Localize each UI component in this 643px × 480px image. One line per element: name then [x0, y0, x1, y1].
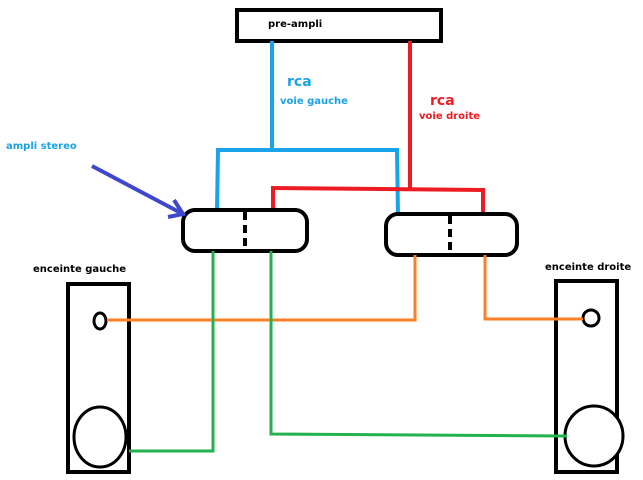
- orange-wire-right: [483, 255, 583, 321]
- left-channel-label: voie gauche: [280, 96, 348, 107]
- left-speaker-label: enceinte gauche: [33, 264, 127, 275]
- arrow-head: [167, 198, 187, 219]
- left-rca-cable: [215, 41, 274, 211]
- right-rca-label: rca: [430, 93, 455, 109]
- arrow-line: [91, 164, 182, 215]
- preamp-label: pre-ampli: [268, 19, 323, 30]
- right-channel-label: voie droite: [419, 111, 481, 122]
- green-wire-right: [269, 251, 568, 438]
- green-wire-left: [129, 251, 215, 453]
- right-speaker-label: enceinte droite: [545, 262, 632, 273]
- right-rca-cable-left-branch: [271, 185, 485, 215]
- left-rca-label: rca: [287, 74, 312, 90]
- preamp-box: [235, 8, 443, 43]
- left-speaker-tweeter: [92, 311, 108, 331]
- orange-wire-left: [107, 255, 417, 322]
- left-speaker-woofer: [72, 405, 128, 469]
- left-rca-cable-branch: [272, 148, 400, 217]
- stereo-amp-label: ampli stereo: [6, 141, 77, 152]
- right-speaker-woofer: [563, 404, 625, 468]
- right-speaker-tweeter: [581, 308, 601, 328]
